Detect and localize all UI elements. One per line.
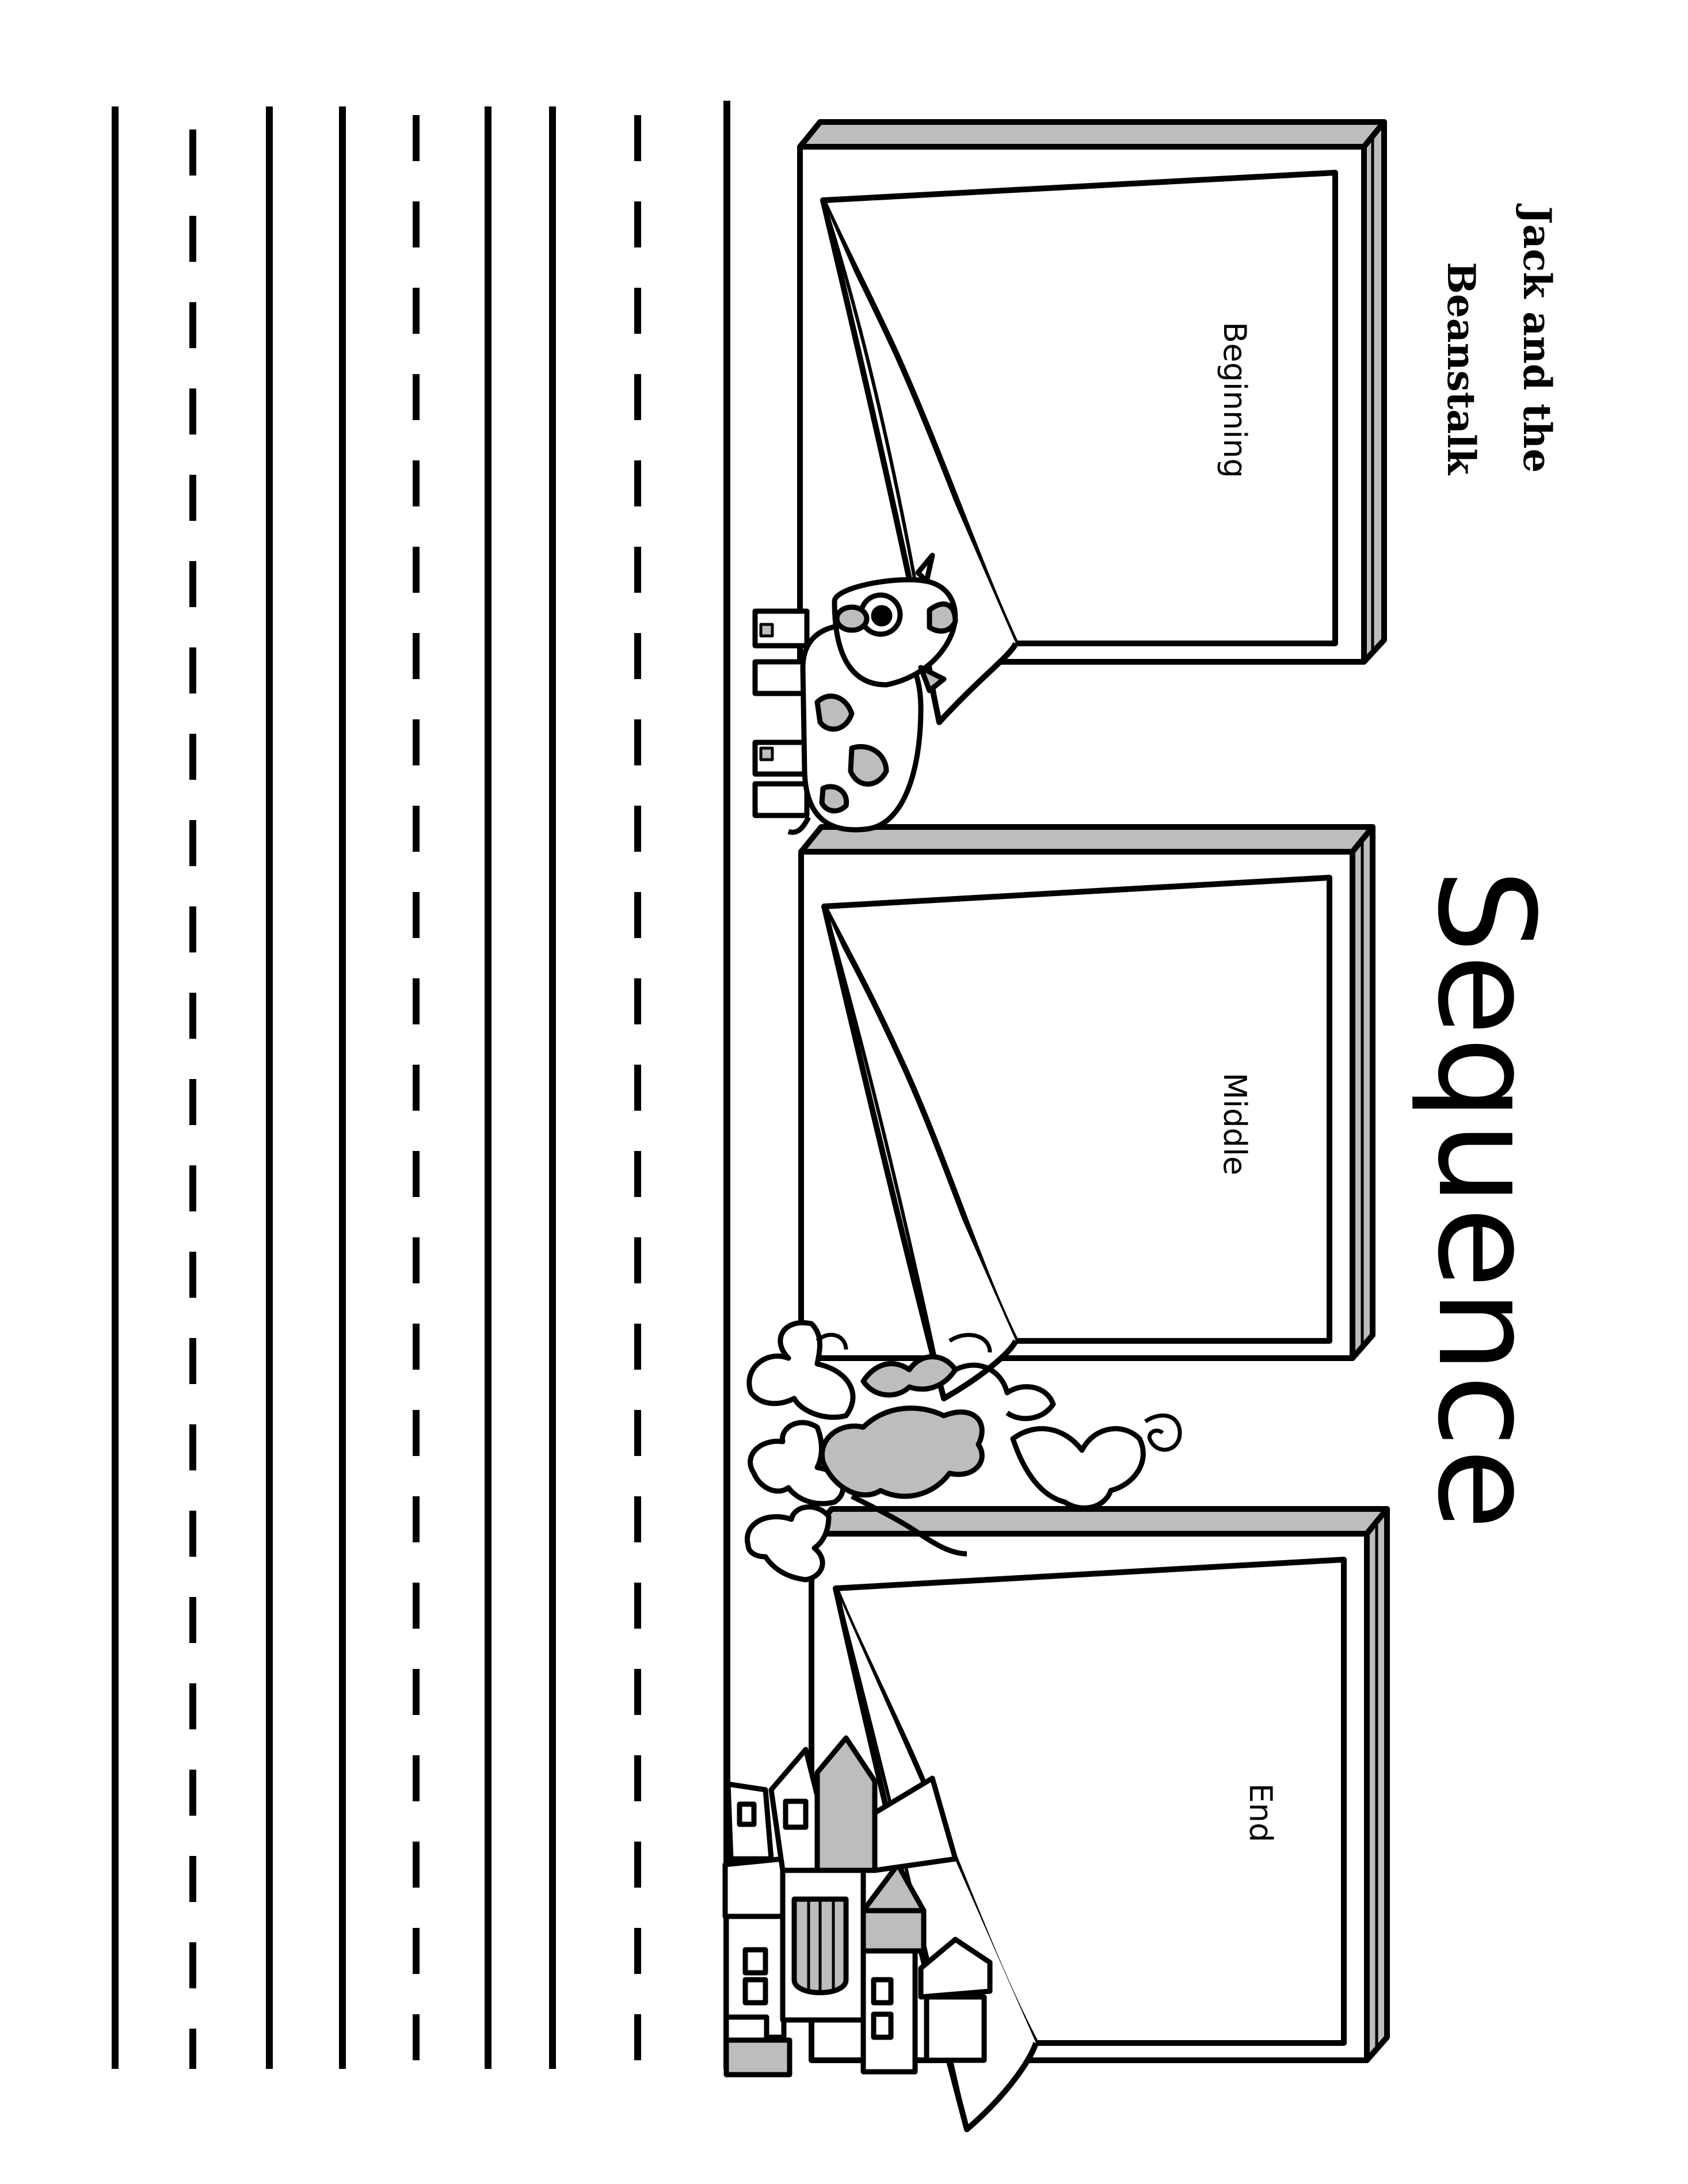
panel-label-end: End [1243,1783,1279,1843]
panel-label-beginning: Beginning [1217,322,1253,478]
panel-label-middle: Middle [1217,1072,1253,1176]
worksheet-title-line-2: Beanstalk [1439,262,1484,475]
castle-icon [722,1735,993,2078]
worksheet-heading: Sequence [1408,868,1562,1531]
beanstalk-icon [745,1320,1182,1583]
cow-icon [752,552,958,835]
panel-middle-book [798,824,1375,1401]
worksheet-title-line-1: Jack and the [1515,206,1560,473]
handwriting-lines [112,101,730,2069]
